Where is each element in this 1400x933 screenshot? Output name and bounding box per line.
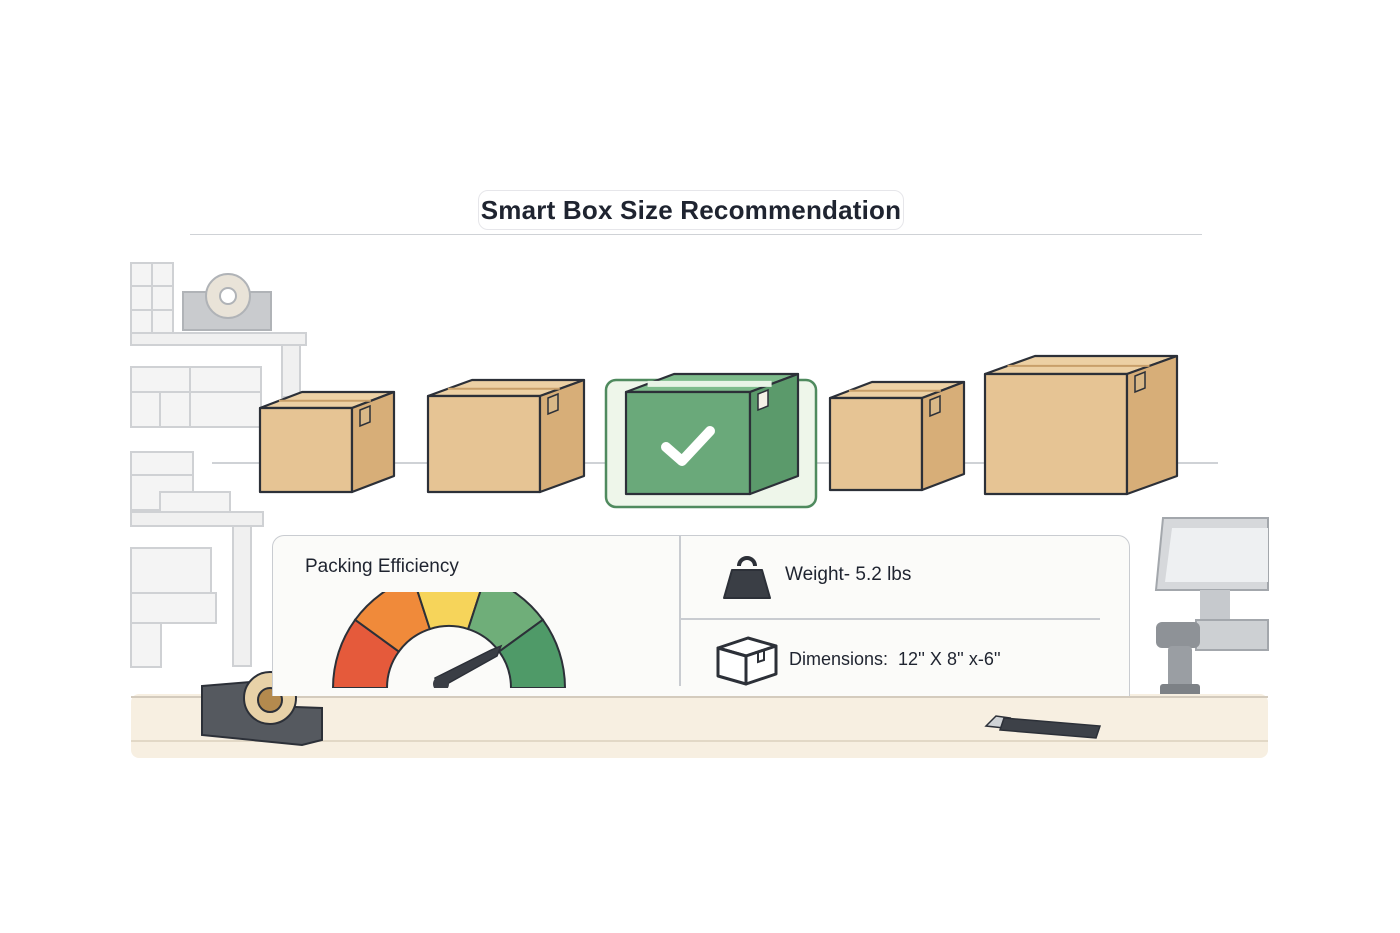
efficiency-gauge	[331, 592, 567, 688]
page-title: Smart Box Size Recommendation	[478, 190, 904, 230]
box-outline-icon	[716, 636, 778, 686]
panel-divider-horizontal	[680, 618, 1100, 620]
box-size-options	[258, 354, 1179, 509]
panel-divider-vertical	[679, 536, 681, 686]
box-option-5[interactable]	[983, 354, 1179, 496]
gauge-segment	[497, 618, 567, 688]
box-option-2[interactable]	[426, 378, 586, 494]
box-option-3[interactable]	[604, 372, 818, 509]
box-cutter	[984, 715, 1102, 739]
tape-roll-on-shelf	[182, 273, 272, 331]
shelf-left	[130, 262, 307, 668]
gauge-segment	[353, 592, 432, 653]
gauge-pivot	[433, 676, 449, 688]
counter-surface	[131, 694, 1268, 758]
box-option-1[interactable]	[258, 390, 396, 494]
gauge-segment	[416, 592, 482, 631]
recommendation-panel: Packing Efficiency Weight- 5.2 lbs Dimen…	[272, 535, 1130, 696]
scanner-station	[1154, 517, 1269, 698]
dimensions-value: Dimensions: 12'' X 8'' x-6''	[789, 649, 1001, 669]
weight-value: Weight- 5.2 lbs	[785, 564, 912, 585]
checkmark-icon	[661, 426, 715, 466]
efficiency-label: Packing Efficiency	[305, 556, 459, 577]
weight-icon	[723, 556, 771, 599]
box-option-4[interactable]	[828, 380, 966, 492]
title-divider	[190, 234, 1202, 235]
